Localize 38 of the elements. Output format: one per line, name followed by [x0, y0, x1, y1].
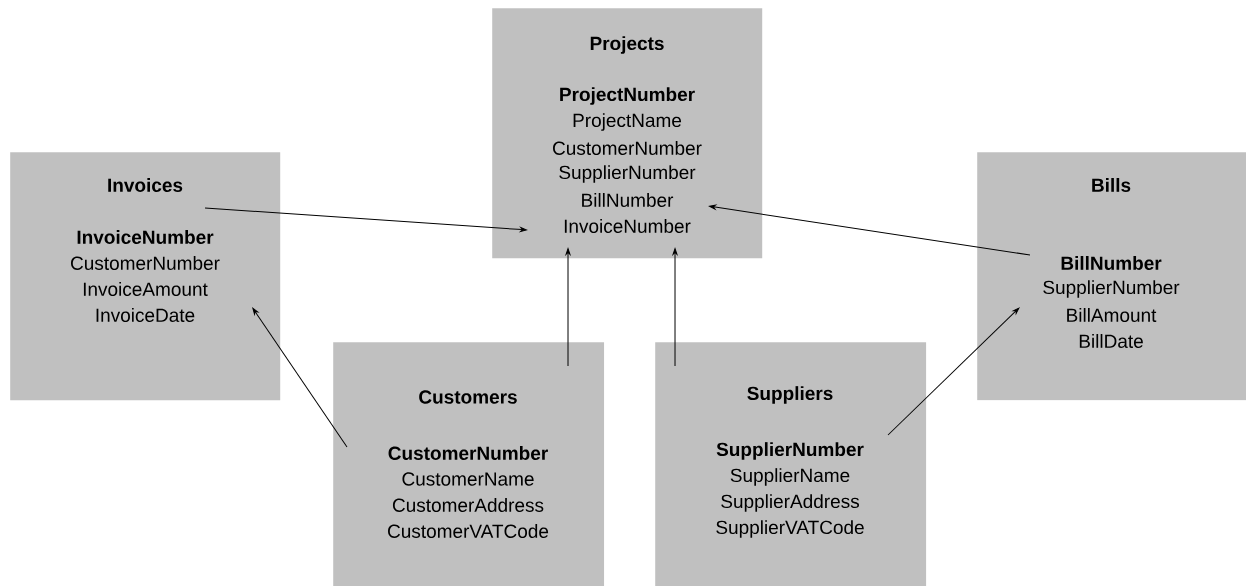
field-name: SupplierName	[730, 468, 850, 486]
table-title: Projects	[590, 36, 664, 54]
table-title: Suppliers	[747, 386, 833, 404]
field-name: InvoiceDate	[96, 308, 195, 322]
field-name: BillDate	[1079, 334, 1143, 348]
table-title: Invoices	[108, 178, 183, 192]
key-field: ProjectNumber	[560, 87, 695, 105]
arrow	[709, 204, 1031, 256]
table-box	[655, 342, 927, 586]
field-name: SupplierNumber	[559, 165, 696, 183]
field-name: BillNumber	[582, 193, 674, 207]
field-name: InvoiceNumber	[564, 219, 691, 233]
table-box	[333, 342, 605, 586]
field-name: SupplierNumber	[1043, 280, 1180, 298]
table-box	[977, 152, 1246, 401]
field-name: ProjectName	[573, 113, 682, 131]
field-name: SupplierAddress	[721, 494, 859, 512]
key-field: CustomerNumber	[388, 446, 548, 460]
field-name: SupplierVATCode	[716, 520, 864, 538]
key-field: BillNumber	[1061, 256, 1162, 270]
field-name: CustomerName	[402, 472, 534, 486]
field-name: CustomerNumber	[71, 256, 220, 270]
arrow	[565, 248, 571, 367]
arrow	[672, 248, 678, 367]
table-title: Customers	[419, 390, 517, 404]
field-name: CustomerAddress	[392, 498, 544, 512]
arrow	[252, 307, 348, 448]
arrow	[204, 207, 527, 232]
field-name: BillAmount	[1067, 308, 1157, 322]
field-name: CustomerVATCode	[388, 524, 549, 538]
key-field: SupplierNumber	[716, 442, 864, 460]
table-title: Bills	[1092, 178, 1131, 192]
table-box	[492, 8, 763, 259]
field-name: InvoiceAmount	[83, 282, 208, 296]
arrow	[887, 307, 1020, 436]
key-field: InvoiceNumber	[77, 230, 214, 244]
field-name: CustomerNumber	[553, 141, 702, 155]
table-box	[10, 152, 281, 401]
